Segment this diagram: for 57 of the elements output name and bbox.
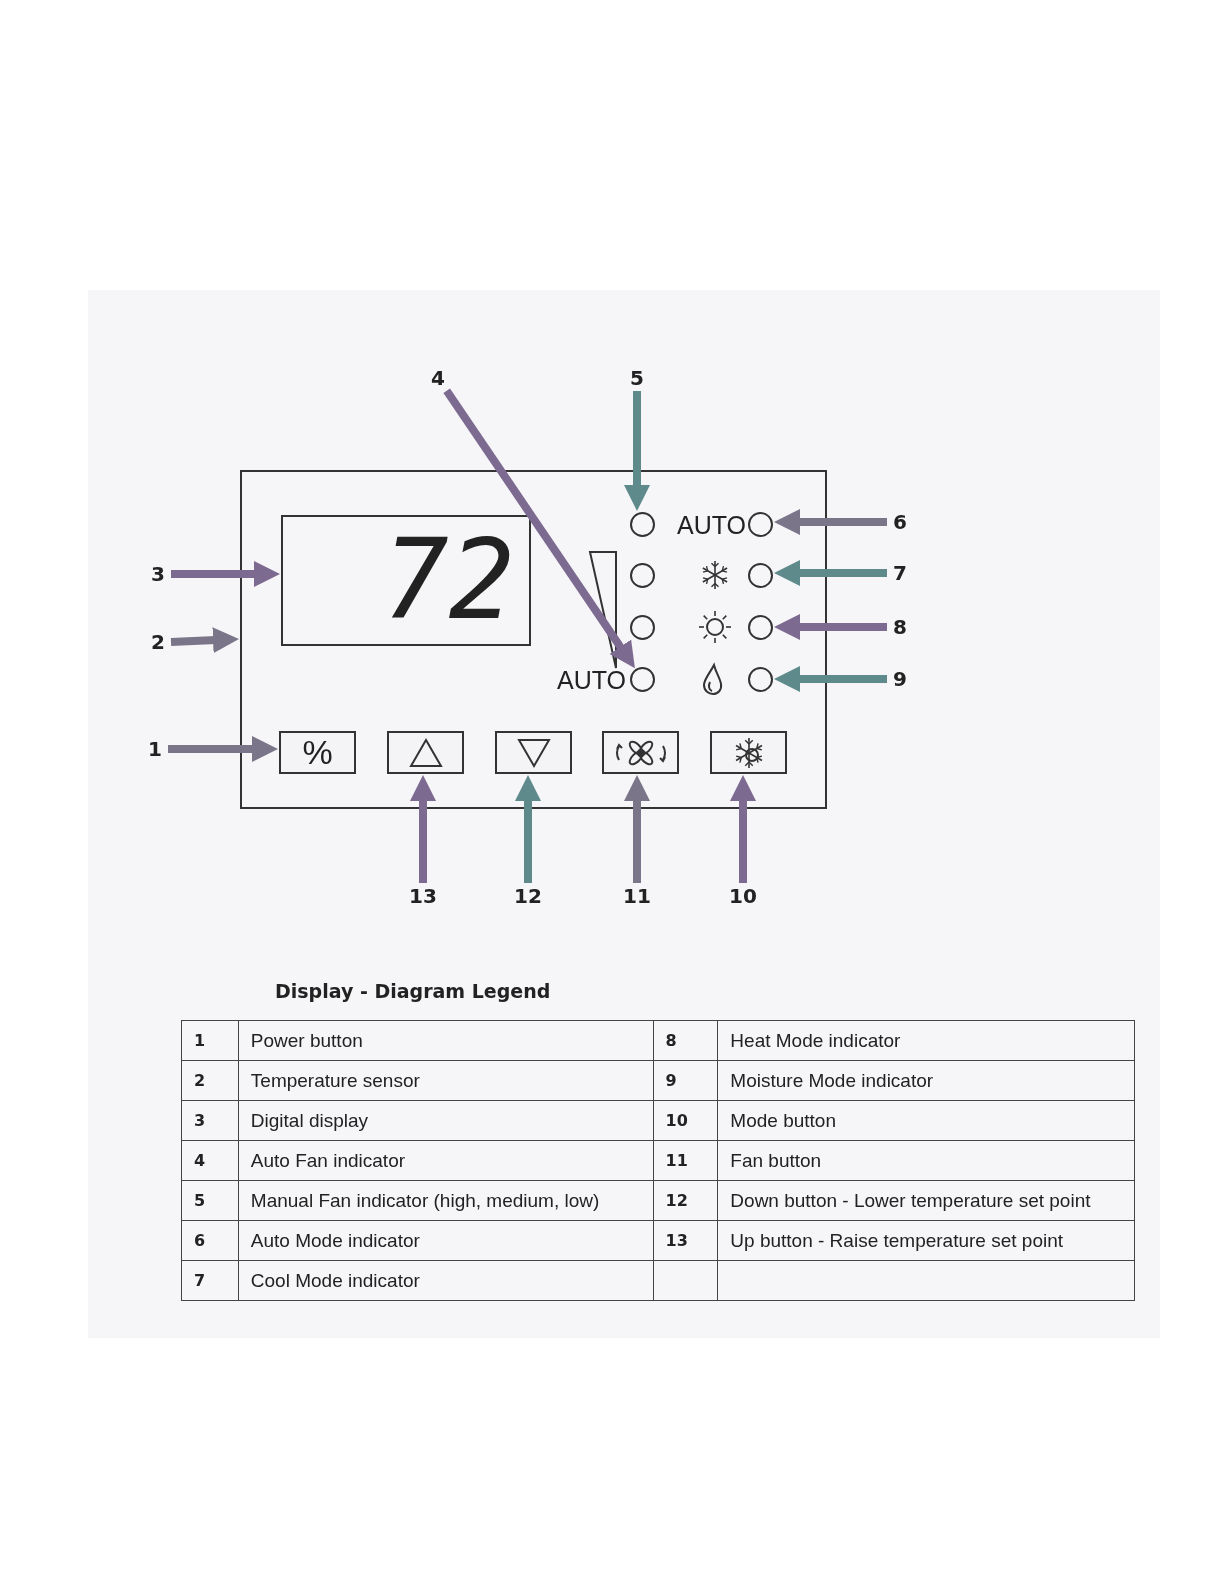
legend-number: 2	[181, 1060, 239, 1101]
indicator-label: AUTO	[557, 666, 626, 694]
callout-number: 12	[512, 884, 544, 908]
legend-description: Up button - Raise temperature set point	[717, 1220, 1135, 1261]
callout-number: 2	[146, 630, 170, 654]
legend-description: Auto Fan indicator	[238, 1140, 653, 1181]
indicator-light	[748, 512, 773, 537]
mode-button	[710, 731, 787, 774]
legend-number: 13	[653, 1220, 718, 1261]
table-title: Display - Diagram Legend	[275, 980, 551, 1002]
legend-number: 3	[181, 1100, 239, 1141]
down-button	[495, 731, 572, 774]
indicator-light	[748, 667, 773, 692]
legend-number: 1	[181, 1020, 239, 1061]
power-button: %	[279, 731, 356, 774]
legend-number: 6	[181, 1220, 239, 1261]
callout-number: 13	[407, 884, 439, 908]
legend-description: Mode button	[717, 1100, 1135, 1141]
legend-description: Power button	[238, 1020, 653, 1061]
indicator-light	[748, 615, 773, 640]
fan-button	[602, 731, 679, 774]
indicator-light	[630, 512, 655, 537]
callout-number: 9	[888, 667, 912, 691]
legend-description: Manual Fan indicator (high, medium, low)	[238, 1180, 653, 1221]
legend-description: Auto Mode indicator	[238, 1220, 653, 1261]
indicator-label: AUTO	[677, 511, 746, 539]
legend-description: Fan button	[717, 1140, 1135, 1181]
legend-number: 5	[181, 1180, 239, 1221]
legend-number: 11	[653, 1140, 718, 1181]
callout-number: 10	[727, 884, 759, 908]
legend-number: 7	[181, 1260, 239, 1301]
callout-number: 6	[888, 510, 912, 534]
legend-number: 10	[653, 1100, 718, 1141]
callout-number: 8	[888, 615, 912, 639]
legend-description: Temperature sensor	[238, 1060, 653, 1101]
legend-number: 9	[653, 1060, 718, 1101]
callout-number: 5	[625, 366, 649, 390]
callout-number: 4	[426, 366, 450, 390]
legend-number: 12	[653, 1180, 718, 1221]
legend-description: Digital display	[238, 1100, 653, 1141]
callout-number: 3	[146, 562, 170, 586]
up-button	[387, 731, 464, 774]
callout-number: 11	[621, 884, 653, 908]
indicator-light	[630, 667, 655, 692]
legend-description: Cool Mode indicator	[238, 1260, 653, 1301]
callout-number: 7	[888, 561, 912, 585]
legend-number: 4	[181, 1140, 239, 1181]
indicator-light	[748, 563, 773, 588]
legend-description: Moisture Mode indicator	[717, 1060, 1135, 1101]
legend-description: Down button - Lower temperature set point	[717, 1180, 1135, 1221]
legend-description: Heat Mode indicator	[717, 1020, 1135, 1061]
indicator-light	[630, 615, 655, 640]
callout-number: 1	[143, 737, 167, 761]
legend-number: 8	[653, 1020, 718, 1061]
indicator-light	[630, 563, 655, 588]
control-panel	[240, 470, 827, 809]
digital-display: 72	[281, 515, 531, 646]
